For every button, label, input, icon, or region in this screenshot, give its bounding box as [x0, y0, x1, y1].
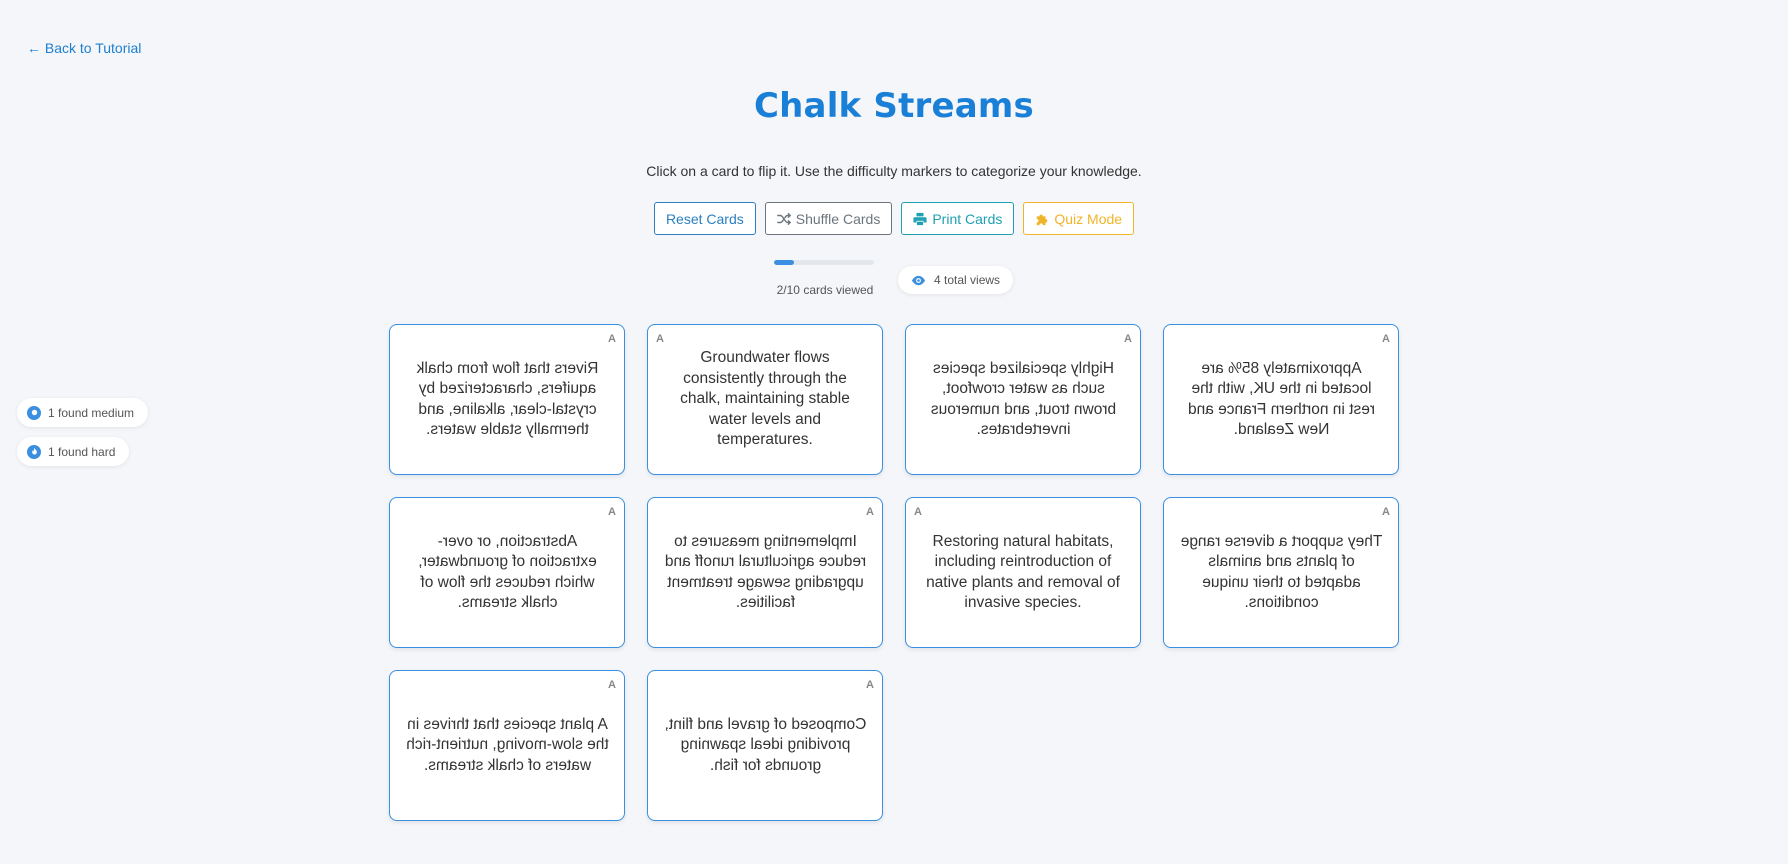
difficulty-marker[interactable]: A: [608, 506, 616, 518]
difficulty-marker[interactable]: A: [1382, 333, 1390, 345]
hard-stat-label: 1 found hard: [48, 444, 116, 459]
shuffle-cards-label: Shuffle Cards: [795, 210, 881, 227]
difficulty-marker[interactable]: A: [608, 679, 616, 691]
printer-icon: [913, 212, 927, 225]
difficulty-marker[interactable]: A: [1124, 333, 1132, 345]
flashcard[interactable]: A Highly specialized species such as wate…: [905, 324, 1141, 475]
progress-bar: [774, 260, 874, 265]
difficulty-marker[interactable]: A: [1382, 506, 1390, 518]
flame-icon: [27, 444, 41, 459]
flashcard[interactable]: A Restoring natural habitats, including r…: [905, 497, 1141, 648]
flashcard[interactable]: A Rivers that flow from chalk aquifers, c…: [389, 324, 625, 475]
back-to-tutorial-link[interactable]: ← Back to Tutorial: [27, 40, 142, 56]
instructions-text: Click on a card to flip it. Use the diff…: [646, 163, 1142, 179]
flashcard[interactable]: A Groundwater flows consistently through …: [647, 324, 883, 475]
reset-cards-label: Reset Cards: [665, 210, 744, 227]
flashcard[interactable]: A A plant species that thrives in the slo…: [389, 670, 625, 821]
quiz-mode-button[interactable]: Quiz Mode: [1023, 202, 1135, 235]
total-views-label: 4 total views: [934, 273, 1001, 287]
print-cards-button[interactable]: Print Cards: [901, 202, 1015, 235]
flashcard-text: Highly specialized species such as water…: [930, 359, 1116, 439]
flashcard-text: Rivers that flow from chalk aquifers, ch…: [416, 359, 598, 439]
medium-stat-label: 1 found medium: [48, 405, 135, 420]
flashcard[interactable]: A Approximately 85% are located in the UK…: [1163, 324, 1399, 475]
flashcard-text: Composed of gravel and flint, providing …: [664, 715, 866, 774]
page-title: Chalk Streams: [754, 86, 1034, 126]
shuffle-icon: [776, 212, 791, 225]
flashcard-text: A plant species that thrives in the slow…: [405, 715, 609, 774]
print-cards-label: Print Cards: [932, 210, 1003, 227]
difficulty-marker[interactable]: A: [656, 333, 664, 345]
total-views-badge: 4 total views: [898, 266, 1014, 294]
hard-stat-badge: 1 found hard: [17, 437, 130, 466]
flashcard-text: They support a diverse range of plants a…: [1180, 532, 1382, 612]
flashcard-text: Abstraction, or over-extraction of groun…: [417, 532, 597, 612]
flashcard-text: Implementing measures to reduce agricult…: [664, 532, 866, 612]
difficulty-marker[interactable]: A: [608, 333, 616, 345]
reset-cards-button[interactable]: Reset Cards: [653, 202, 756, 235]
difficulty-marker[interactable]: A: [866, 679, 874, 691]
flashcard-text: Approximately 85% are located in the UK,…: [1187, 359, 1375, 439]
progress-bar-fill: [774, 260, 794, 265]
difficulty-marker[interactable]: A: [914, 506, 922, 518]
shuffle-cards-button[interactable]: Shuffle Cards: [764, 202, 893, 235]
puzzle-icon: [1037, 214, 1048, 225]
flashcard-text: Groundwater flows consistently through t…: [680, 349, 850, 449]
flashcard[interactable]: A They support a diverse range of plants …: [1163, 497, 1399, 648]
flashcard[interactable]: A Composed of gravel and flint, providing…: [647, 670, 883, 821]
quiz-mode-label: Quiz Mode: [1054, 210, 1123, 227]
eye-icon: [911, 275, 926, 285]
flashcard[interactable]: A Abstraction, or over-extraction of grou…: [389, 497, 625, 648]
medium-difficulty-icon: [27, 405, 41, 420]
difficulty-marker[interactable]: A: [866, 506, 874, 518]
flashcard[interactable]: A Implementing measures to reduce agricul…: [647, 497, 883, 648]
flashcard-text: Restoring natural habitats, including re…: [926, 532, 1120, 612]
medium-stat-badge: 1 found medium: [17, 398, 149, 427]
flashcard-grid: A Rivers that flow from chalk aquifers, c…: [389, 324, 1399, 821]
progress-text: 2/10 cards viewed: [776, 283, 874, 297]
toolbar: Reset Cards Shuffle Cards Print Cards Qu…: [0, 202, 1788, 235]
